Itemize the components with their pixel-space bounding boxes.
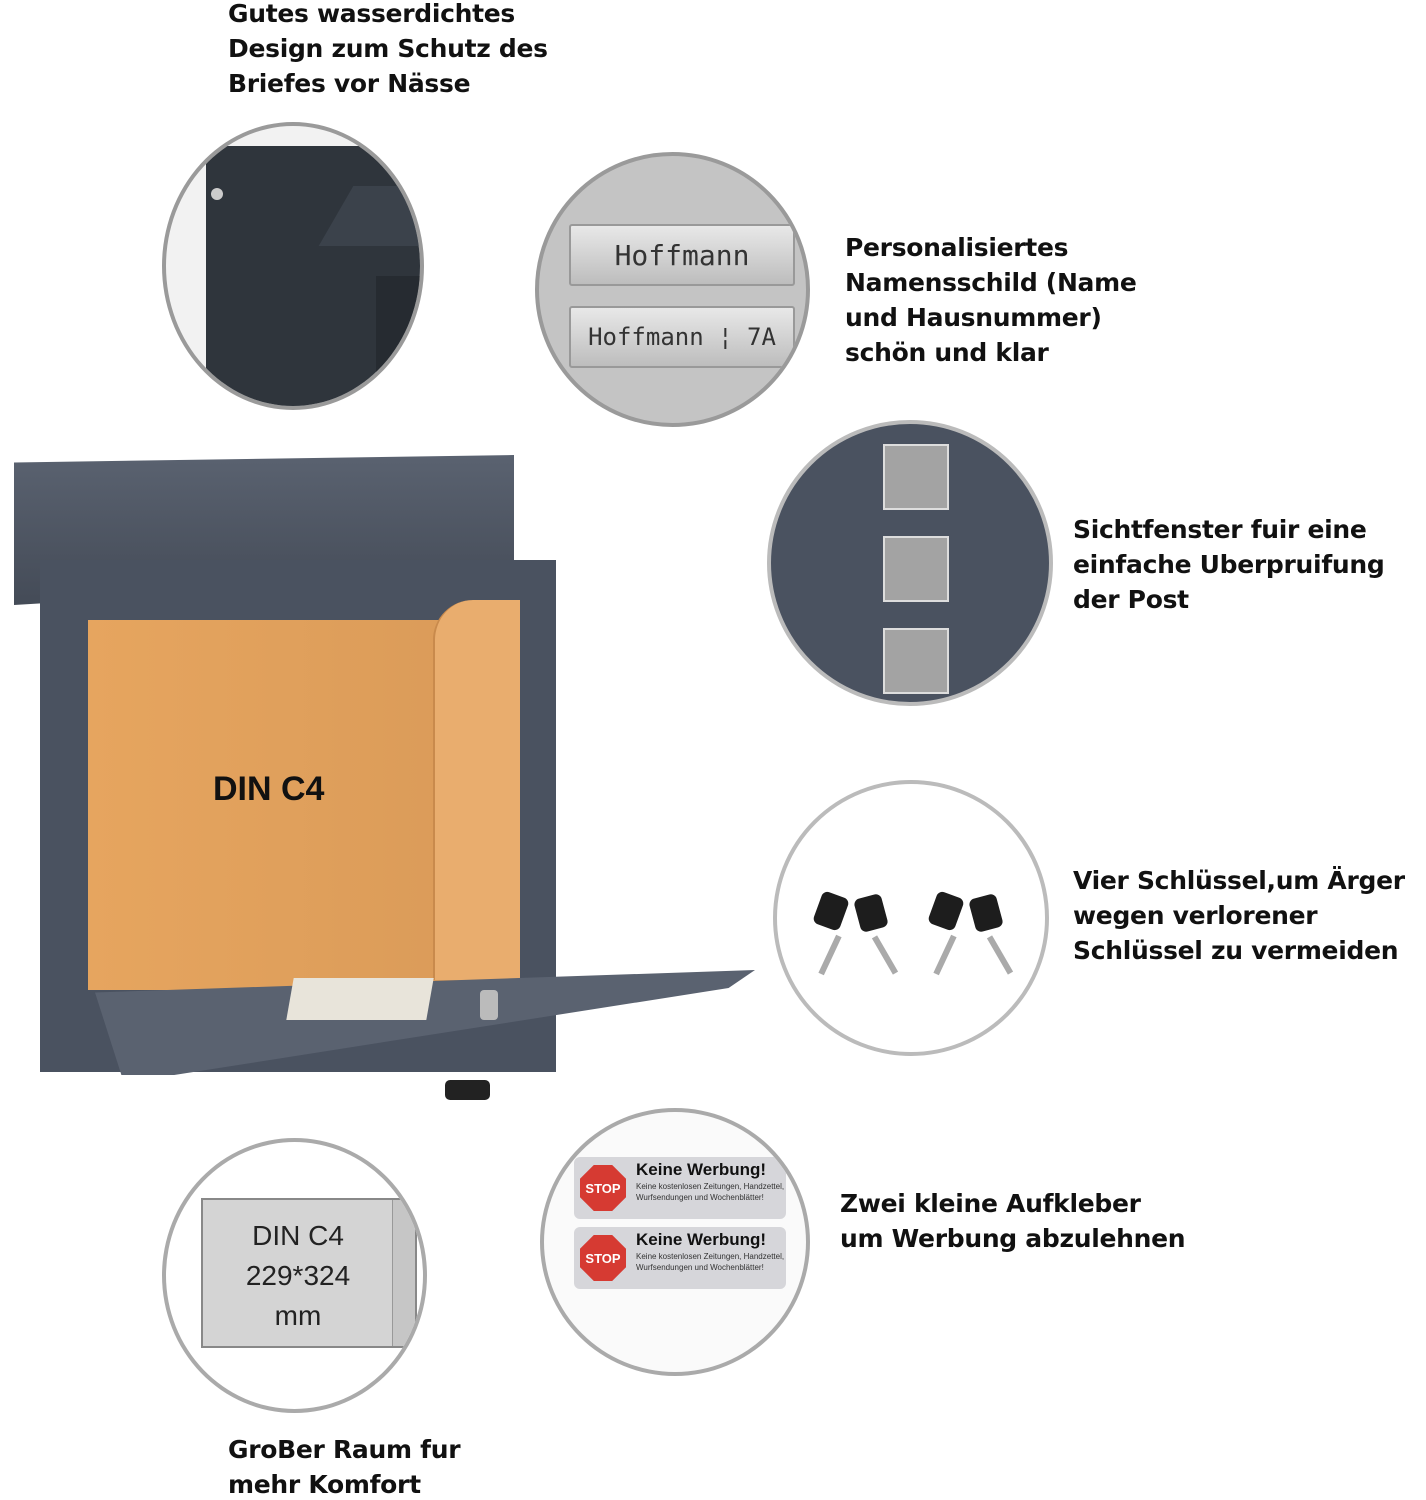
envelope-label: DIN C4 [213,770,325,808]
stop-sign-icon: STOP [580,1165,626,1211]
key-icon [812,890,850,932]
caption-keys: Vier Schlüssel,um Ärger wegen verlorener… [1073,866,1405,965]
view-window-slot [883,444,949,510]
stop-sign-icon: STOP [580,1235,626,1281]
no-ads-sticker: STOP Keine Werbung! Keine kostenlosen Ze… [574,1157,786,1219]
waterproof-detail-image [162,122,424,410]
no-ads-sticker: STOP Keine Werbung! Keine kostenlosen Ze… [574,1227,786,1289]
caption-window: Sichtfenster fuir eine einfache Uberprui… [1073,515,1385,614]
caption-waterproof: Gutes wasserdichtes Design zum Schutz de… [228,0,548,98]
caption-nameplate: Personalisiertes Namensschild (Name und … [845,233,1137,367]
envelope: DIN C4 [88,600,520,990]
nameplate-detail-image: Hoffmann Hoffmann ¦ 7A [535,152,810,427]
key-icon [853,892,889,934]
view-window-detail-image [767,420,1053,706]
key-icon [927,890,965,932]
screw-icon [211,188,223,200]
envelope-size-image: DIN C4 229*324 mm [162,1138,427,1413]
view-window-slot [883,536,949,602]
view-window-slot [883,628,949,694]
door-view-window [286,978,434,1020]
key-icon [445,1080,490,1100]
caption-stickers: Zwei kleine Aufkleber um Werbung abzuleh… [840,1189,1186,1253]
nameplate-name-number: Hoffmann ¦ 7A [569,306,795,368]
lock-icon [480,990,498,1020]
keys-detail-image [773,780,1049,1056]
key-icon [968,892,1004,934]
caption-space: GroBer Raum fur mehr Komfort [228,1435,461,1499]
envelope-icon: DIN C4 229*324 mm [201,1198,417,1348]
nameplate-name: Hoffmann [569,224,795,286]
stickers-detail-image: STOP Keine Werbung! Keine kostenlosen Ze… [540,1108,810,1376]
